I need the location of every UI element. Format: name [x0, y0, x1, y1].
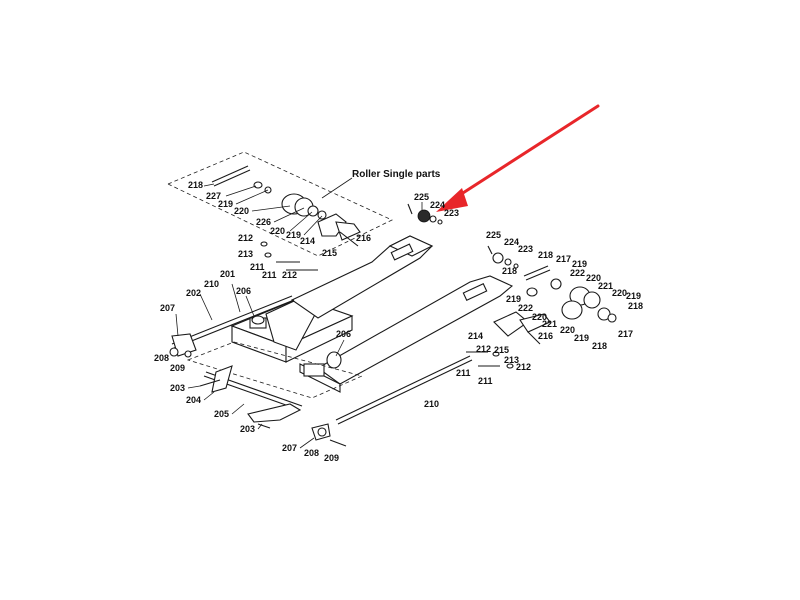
part-label: 222 — [518, 303, 533, 313]
part-label: 209 — [170, 363, 185, 373]
part-label: 214 — [300, 236, 315, 246]
part-label: 220 — [532, 312, 547, 322]
part-label: 204 — [186, 395, 201, 405]
part-label: 213 — [238, 249, 253, 259]
part-label: 219 — [286, 230, 301, 240]
part-label: 210 — [204, 279, 219, 289]
part-label: 224 — [504, 237, 519, 247]
part-label: 220 — [560, 325, 575, 335]
part-label: 217 — [556, 254, 571, 264]
part-label: 219 — [218, 199, 233, 209]
part-label: 219 — [574, 333, 589, 343]
part-label: 218 — [628, 301, 643, 311]
part-label: 209 — [324, 453, 339, 463]
leader-lines — [175, 183, 423, 449]
part-label: 220 — [586, 273, 601, 283]
part-label: 224 — [430, 200, 445, 210]
roller-single-parts-title: Roller Single parts — [352, 169, 441, 180]
part-label: 220 — [270, 226, 285, 236]
part-label: 223 — [518, 244, 533, 254]
part-label: 203 — [170, 383, 185, 393]
part-label: 211 — [478, 376, 493, 386]
part-label: 219 — [506, 294, 521, 304]
part-label: 222 — [570, 268, 585, 278]
part-label: 205 — [214, 409, 229, 419]
red-pointer-arrow — [436, 104, 600, 212]
part-label: 219 — [626, 291, 641, 301]
part-label: 208 — [304, 448, 319, 458]
part-label: 212 — [238, 233, 253, 243]
part-label: 225 — [414, 192, 429, 202]
part-label: 220 — [234, 206, 249, 216]
part-label: 212 — [282, 270, 297, 280]
part-label: 219 — [572, 259, 587, 269]
part-label: 201 — [220, 269, 235, 279]
part-label: 223 — [444, 208, 459, 218]
part-label: 208 — [154, 353, 169, 363]
part-label: 215 — [494, 345, 509, 355]
part-labels: 218 227 219 220 226 220 219 214 216 215 … — [154, 180, 643, 463]
part-label: 225 — [486, 230, 501, 240]
part-label: 217 — [618, 329, 633, 339]
part-label: 211 — [456, 368, 471, 378]
roller-single-parts-box — [167, 151, 393, 257]
part-label: 221 — [598, 281, 613, 291]
roller-parts-near-arrow — [407, 203, 443, 225]
part-label: 207 — [282, 443, 297, 453]
part-label: 206 — [236, 286, 251, 296]
part-label: 203 — [240, 424, 255, 434]
part-label: 218 — [502, 266, 517, 276]
part-label: 218 — [538, 250, 553, 260]
fork-chassis — [171, 235, 514, 425]
part-label: 216 — [538, 331, 553, 341]
part-label: 216 — [356, 233, 371, 243]
part-label: 213 — [504, 355, 519, 365]
part-label: 212 — [516, 362, 531, 372]
part-label: 220 — [612, 288, 627, 298]
roller-group-right — [466, 245, 617, 369]
part-label: 212 — [476, 344, 491, 354]
part-label: 214 — [468, 331, 483, 341]
part-label: 226 — [256, 217, 271, 227]
part-label: 211 — [250, 262, 265, 272]
part-label: 207 — [160, 303, 175, 313]
part-label: 218 — [188, 180, 203, 190]
part-label: 218 — [592, 341, 607, 351]
part-label: 206 — [336, 329, 351, 339]
roller-group-top — [211, 165, 361, 271]
part-label: 210 — [424, 399, 439, 409]
part-label: 202 — [186, 288, 201, 298]
lower-linkage — [169, 333, 347, 447]
part-label: 227 — [206, 191, 221, 201]
part-label: 215 — [322, 248, 337, 258]
part-label: 211 — [262, 270, 277, 280]
part-label: 221 — [542, 319, 557, 329]
